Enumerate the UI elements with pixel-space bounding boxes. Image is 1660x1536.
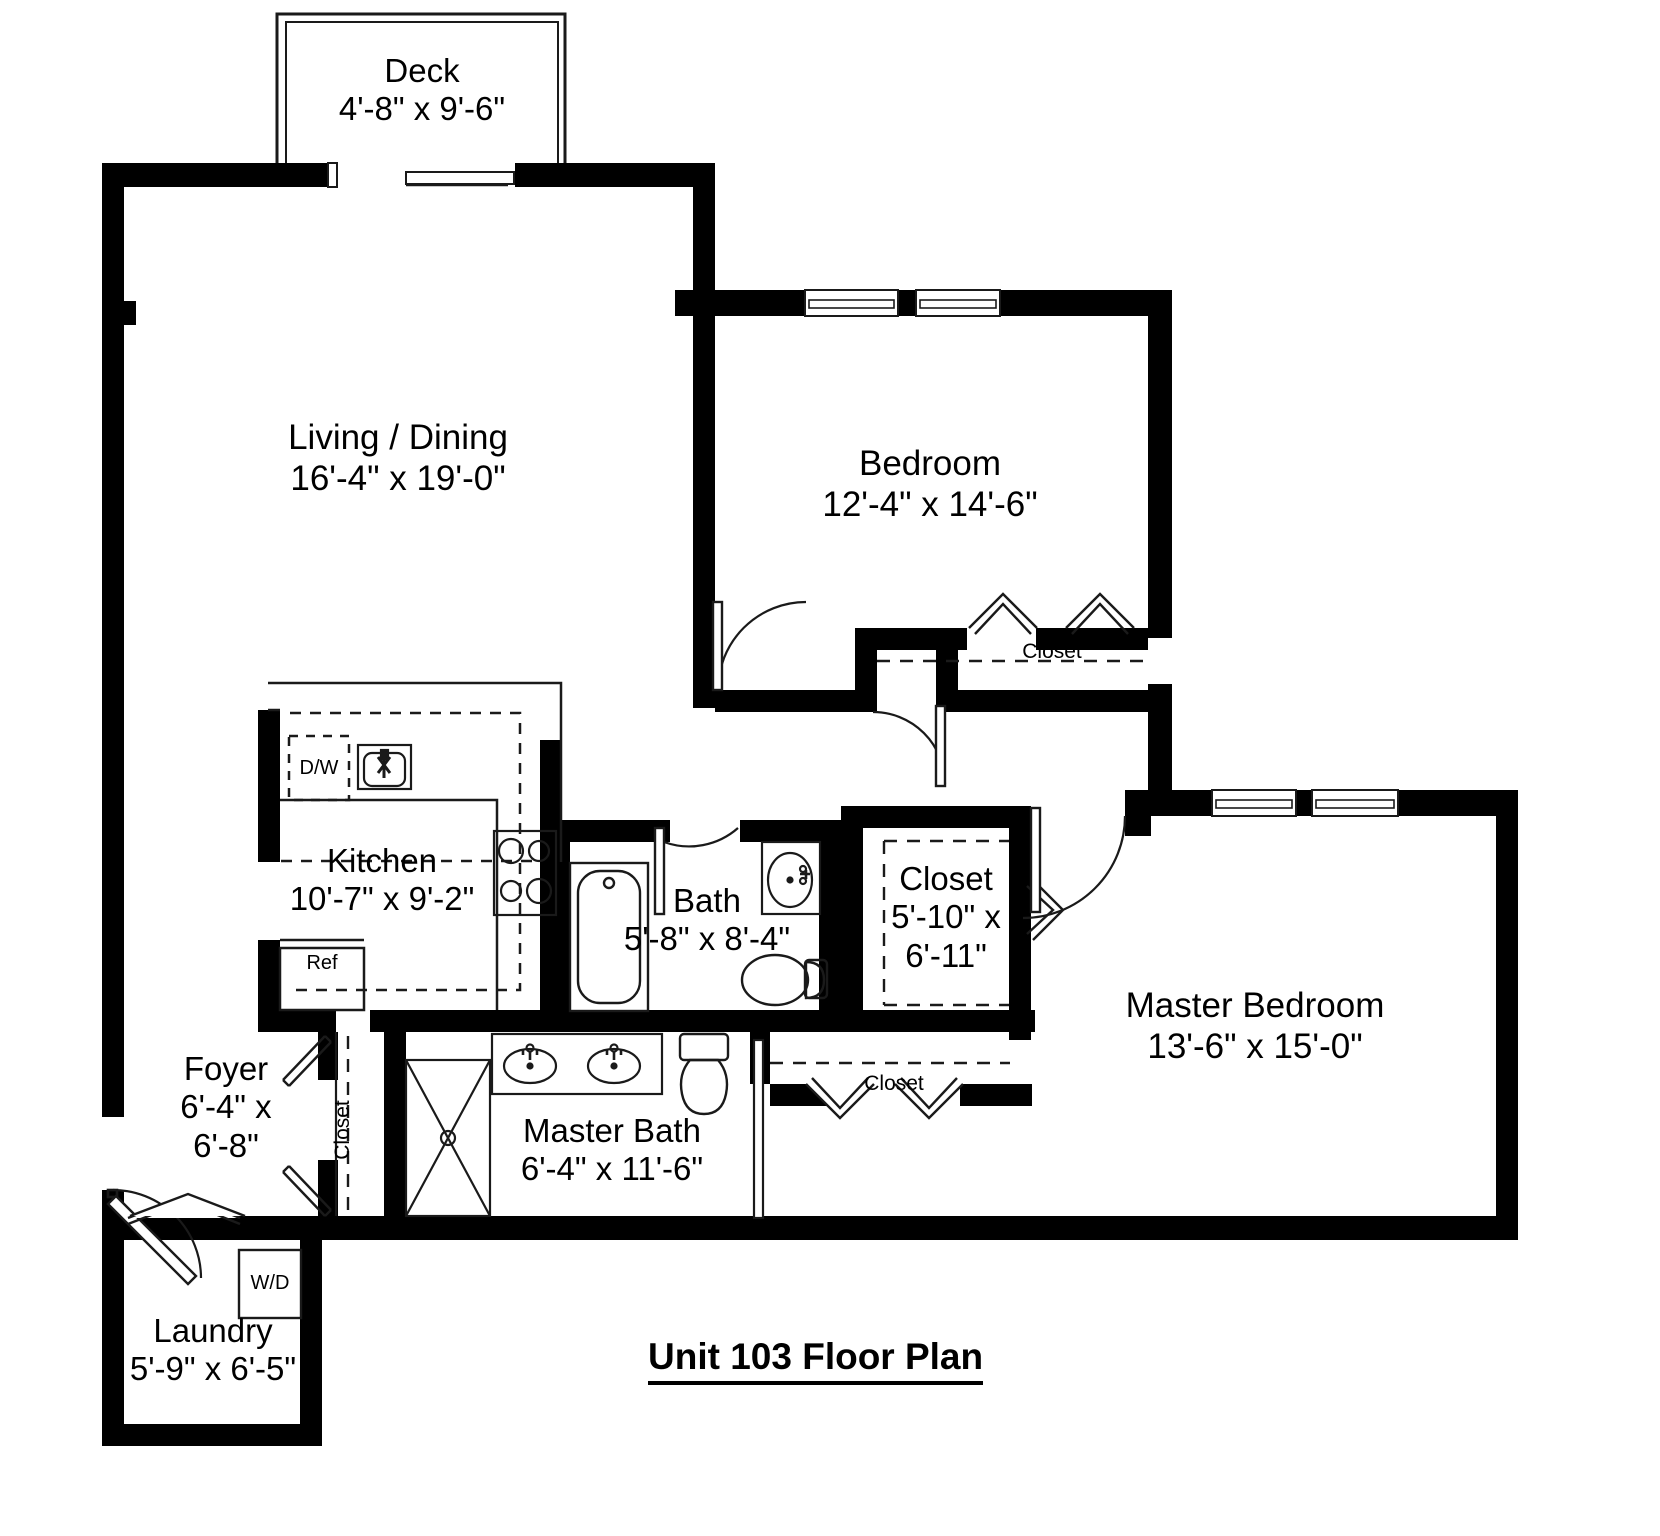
bedroom-door [711, 600, 807, 692]
shower-stall-icon [404, 1058, 492, 1218]
master-window-left [1211, 789, 1297, 817]
bath-door [653, 826, 739, 916]
bath-toilet-icon [740, 953, 829, 1007]
walls [102, 163, 1518, 1446]
closet-shelves [346, 659, 1148, 1216]
bedroom-closet-door-right [1065, 592, 1135, 635]
cooktop-icon [492, 829, 558, 917]
master-bedroom-door [1022, 806, 1127, 920]
master-bath-vanity [490, 1032, 664, 1096]
windows [327, 162, 1399, 817]
master-toilet-icon [678, 1032, 730, 1116]
dishwasher-outline [287, 734, 351, 802]
foyer-closet-door-top [282, 1035, 332, 1087]
bathtub-icon [568, 861, 650, 1013]
bedroom-window-right [915, 289, 1001, 317]
deck-slider [327, 162, 515, 188]
doors [106, 592, 1135, 1286]
master-closet-jamb [752, 1038, 765, 1220]
master-window-right [1311, 789, 1399, 817]
washer-dryer-outline [237, 1248, 303, 1320]
hall-door [872, 704, 947, 788]
kitchen-sink-icon [356, 743, 413, 791]
foyer-closet-door-bottom [282, 1165, 332, 1217]
laundry-door [129, 1192, 246, 1218]
bedroom-window-left [804, 289, 899, 317]
master-bedroom-closet-door-right [894, 1077, 964, 1120]
deck-outline [275, 12, 567, 174]
bedroom-closet-door-left [968, 592, 1038, 635]
bath-sink-icon [760, 840, 822, 916]
master-bedroom-closet-door-left [805, 1077, 875, 1120]
cabinets-and-counters [268, 681, 563, 1012]
